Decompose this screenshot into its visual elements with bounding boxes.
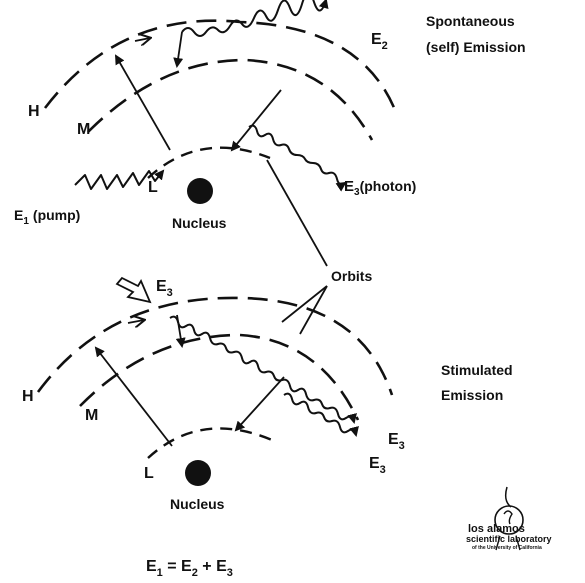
pump-wave [74, 169, 165, 190]
l-label-top: L [148, 179, 158, 196]
los-alamos-logo: los alamos scientific laboratory of the … [466, 486, 552, 551]
stimulated-label-line2: Emission [441, 387, 503, 403]
arrow-down-top [230, 89, 282, 152]
m-label-bottom: M [85, 407, 98, 424]
logo-line2: scientific laboratory [466, 534, 552, 544]
e3-out-label-1: E3 [388, 431, 405, 452]
l-label-bottom: L [144, 465, 154, 482]
arrow-up-top [115, 54, 171, 151]
bottom-atom [36, 276, 394, 486]
stimulated-label-line1: Stimulated [441, 362, 513, 378]
m-label-top: M [77, 121, 90, 138]
incident-wave [169, 315, 357, 424]
orbit-m-top [87, 58, 374, 141]
orbit-direction-arrow-top [134, 38, 150, 41]
photon-wave-top [248, 124, 347, 192]
orbit-h-bottom [36, 296, 394, 396]
stimulated-wave [283, 392, 359, 437]
top-atom [43, 0, 397, 204]
e2-label: E2 [371, 31, 388, 52]
orbit-pointers [266, 159, 328, 335]
e3-incident-label: E3 [156, 278, 173, 299]
nucleus-top [187, 178, 213, 204]
nucleus-label-bottom: Nucleus [170, 496, 225, 512]
arrow-up-bottom [94, 346, 173, 447]
spontaneous-label-line2: (self) Emission [426, 39, 526, 55]
orbit-direction-arrow-bottom [127, 320, 144, 323]
nucleus-bottom [185, 460, 211, 486]
arrow-down-bottom [234, 376, 285, 432]
orbit-l-top [147, 146, 271, 179]
orbit-m-bottom [79, 333, 360, 421]
photon-label: E3(photon) [344, 178, 416, 198]
incident-hollow-arrow [115, 276, 152, 304]
nucleus-label-top: Nucleus [172, 215, 227, 231]
h-label-bottom: H [22, 388, 34, 405]
orbit-l-bottom [147, 427, 273, 459]
orbits-label: Orbits [331, 268, 372, 284]
e2-wave [181, 0, 329, 37]
logo-line3: of the University of California [472, 545, 542, 551]
orbit-h-top [43, 19, 397, 111]
h-label-top: H [28, 103, 40, 120]
e3-out-label-2: E3 [369, 455, 386, 476]
drop-arrow-top [173, 31, 184, 68]
logo-line1: los alamos [468, 523, 525, 535]
spontaneous-label-line1: Spontaneous [426, 13, 515, 29]
pump-label: E1(pump) [14, 207, 80, 227]
energy-equation: E1 = E2 + E3 [146, 558, 233, 579]
